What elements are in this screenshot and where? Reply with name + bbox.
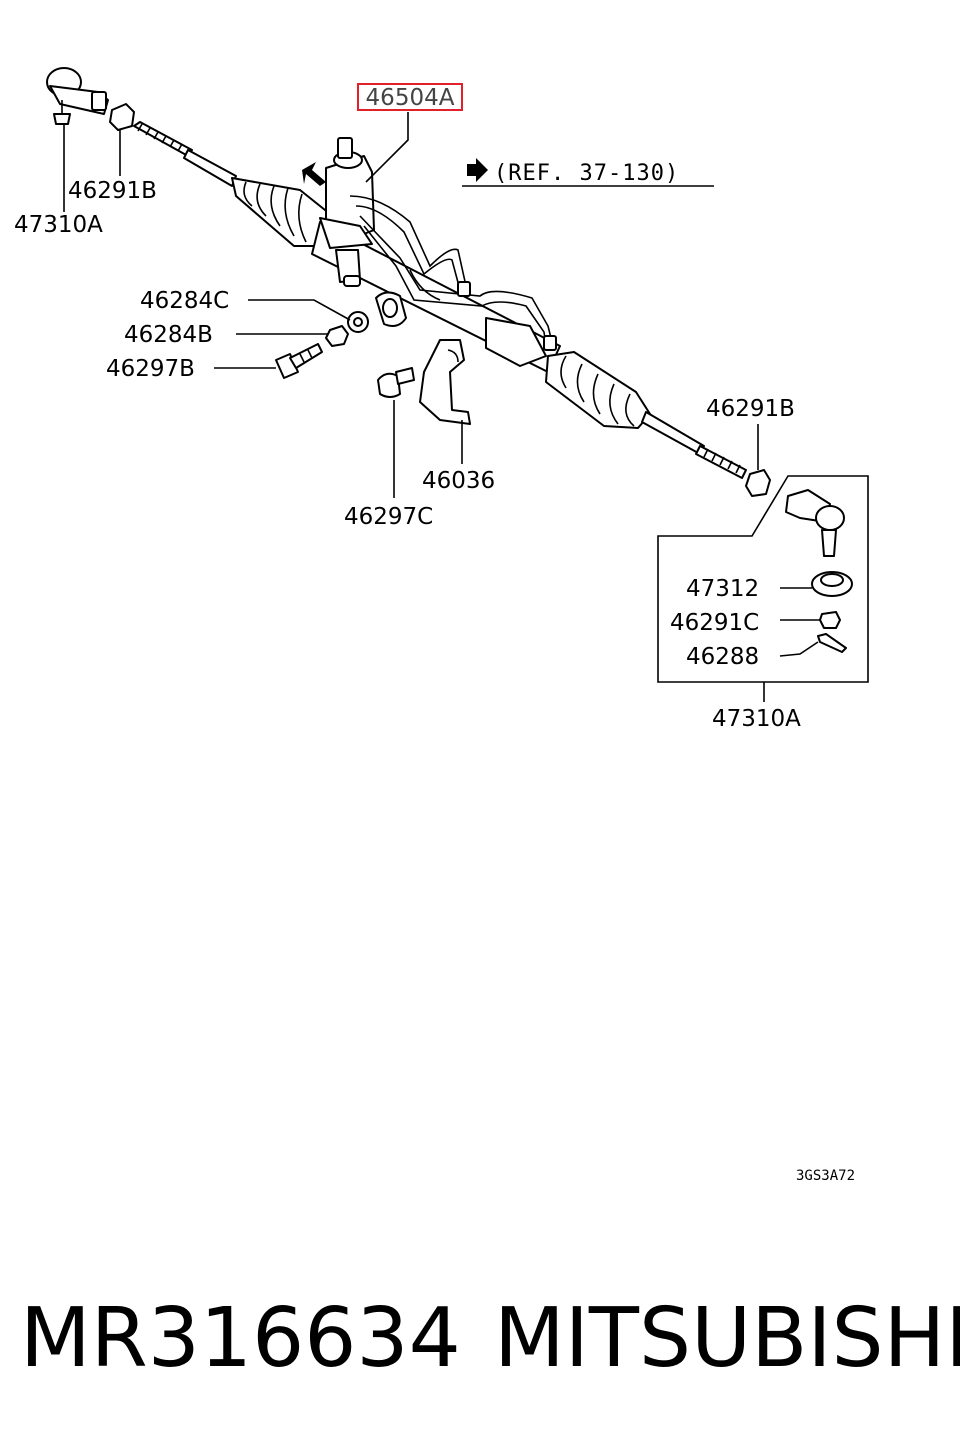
front-direction-arrow-icon (302, 162, 326, 186)
tie-rod-end-right[interactable] (785, 489, 845, 557)
bolt-46297c[interactable] (377, 367, 415, 398)
footer-part-number: MR316634 (20, 1291, 461, 1386)
label-nut-right[interactable]: 46291B (706, 396, 795, 422)
nut-right[interactable] (745, 469, 771, 497)
label-boot-47312[interactable]: 47312 (686, 576, 759, 602)
pinion-valve-housing[interactable] (319, 137, 375, 287)
boot-47312[interactable] (811, 571, 853, 597)
tie-rod-end-left[interactable] (46, 67, 109, 125)
pin-46288[interactable] (817, 633, 847, 653)
washer-46284c[interactable] (347, 311, 369, 333)
mount-bushing[interactable] (375, 291, 407, 327)
label-bolt-46297b[interactable]: 46297B (106, 356, 195, 382)
nut-46291c[interactable] (819, 611, 841, 629)
leader-lines (63, 112, 820, 702)
label-bolt-46297c[interactable]: 46297C (344, 504, 433, 530)
inner-tie-rod-right (641, 411, 705, 455)
label-pin-46288[interactable]: 46288 (686, 644, 759, 670)
nut-left[interactable] (109, 103, 135, 131)
rack-boot-left[interactable] (231, 177, 331, 247)
washer-46284b[interactable] (325, 325, 349, 347)
rack-boot-right[interactable] (545, 351, 651, 429)
label-nut-left[interactable]: 46291B (68, 178, 157, 204)
footer-brand: MITSUBISHI (494, 1291, 960, 1386)
label-nut-46291c[interactable]: 46291C (670, 610, 759, 636)
reference-note[interactable]: (REF. 37-130) (462, 158, 714, 187)
label-washer-46284b[interactable]: 46284B (124, 322, 213, 348)
rack-housing[interactable] (311, 221, 561, 373)
right-arrow-icon (467, 158, 488, 182)
hydraulic-pipes (349, 195, 557, 351)
highlighted-part-callout[interactable]: 46504A (357, 83, 463, 111)
label-tie-rod-end-left[interactable]: 47310A (14, 212, 103, 238)
inner-tie-rod-left (183, 149, 237, 187)
label-washer-46284c[interactable]: 46284C (140, 288, 229, 314)
reference-text: (REF. 37-130) (494, 161, 679, 186)
label-clamp-46036[interactable]: 46036 (422, 468, 495, 494)
bolt-46297b[interactable] (275, 343, 323, 379)
tie-rod-thread-left (133, 121, 193, 157)
highlighted-part-number: 46504A (366, 85, 455, 111)
tie-rod-end-kit-box (657, 475, 869, 683)
label-tie-rod-end-right[interactable]: 47310A (712, 706, 801, 732)
clamp-46036[interactable] (419, 339, 471, 425)
diagram-code: 3GS3A72 (796, 1168, 855, 1184)
tie-rod-thread-right (695, 445, 747, 479)
